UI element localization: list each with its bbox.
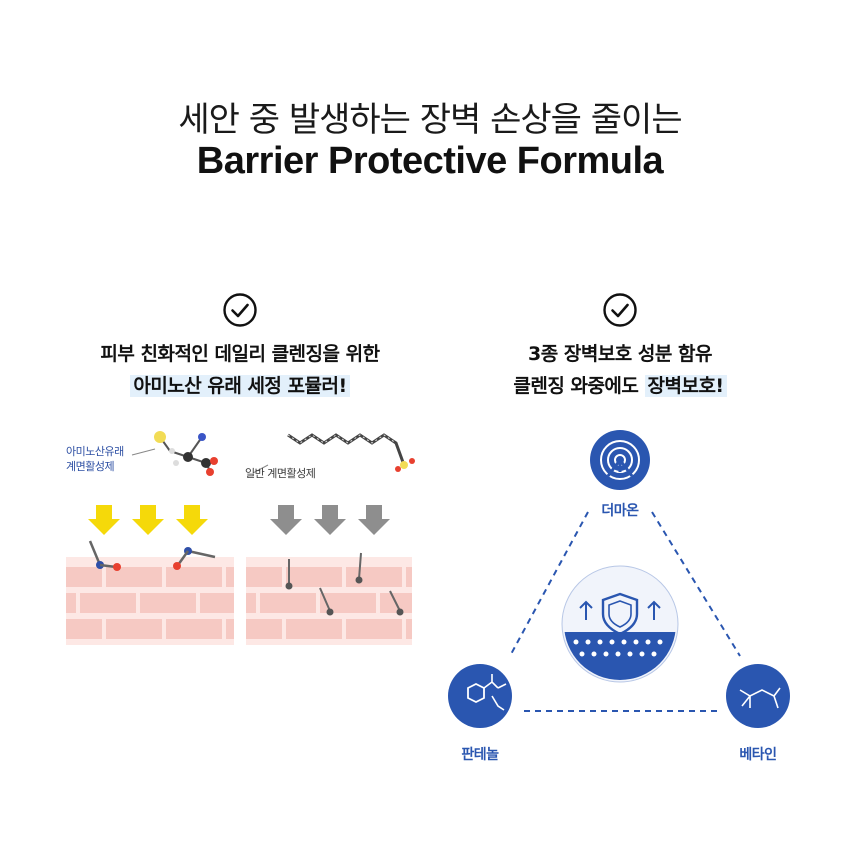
left-heading-line2: 아미노산 유래 세정 포뮬러! [130, 375, 350, 397]
title-korean: 세안 중 발생하는 장벽 손상을 줄이는 [178, 100, 682, 140]
gray-arrows [270, 505, 390, 535]
left-heading-line1: 피부 친화적인 데일리 클렌징을 위한 [100, 343, 380, 365]
right-heading-line2-highlight: 장벽보호! [644, 375, 727, 397]
node-label-betaine: 베타인 [739, 747, 777, 763]
right-heading: 3종 장벽보호 성분 함유 클렌징 와중에도 장벽보호! [420, 338, 820, 402]
left-heading: 피부 친화적인 데일리 클렌징을 위한 아미노산 유래 세정 포뮬러! [40, 338, 440, 402]
skin-barrier-right [246, 552, 412, 645]
node-label-panthenol: 판테놀 [461, 747, 499, 763]
general-surfactant-label: 일반 계면활성제 [245, 467, 316, 480]
surfactant-comparison-illustration [66, 431, 415, 645]
dermaon-badge-icon [590, 430, 650, 490]
node-label-dermaon: 더마온 [601, 503, 639, 519]
right-heading-line1: 3종 장벽보호 성분 함유 [528, 343, 712, 365]
right-heading-line2-plain: 클렌징 와중에도 [513, 375, 645, 397]
skin-barrier-left [66, 540, 234, 645]
general-molecule-icon [252, 433, 415, 474]
amino-label-line1: 아미노산유래 [66, 445, 124, 458]
amino-surfactant-label: 아미노산유래 계면활성제 [66, 444, 124, 474]
amino-label-line2: 계면활성제 [66, 460, 115, 473]
panthenol-molecule-icon [448, 664, 512, 728]
amino-molecule-icon [131, 431, 218, 476]
check-circle-icon [223, 293, 257, 327]
title-english: Barrier Protective Formula [196, 140, 664, 182]
yellow-arrows [88, 505, 208, 535]
betaine-molecule-icon [726, 664, 790, 728]
check-circle-icon [603, 293, 637, 327]
barrier-ingredient-diagram [448, 430, 790, 728]
barrier-shield-icon [561, 565, 679, 683]
